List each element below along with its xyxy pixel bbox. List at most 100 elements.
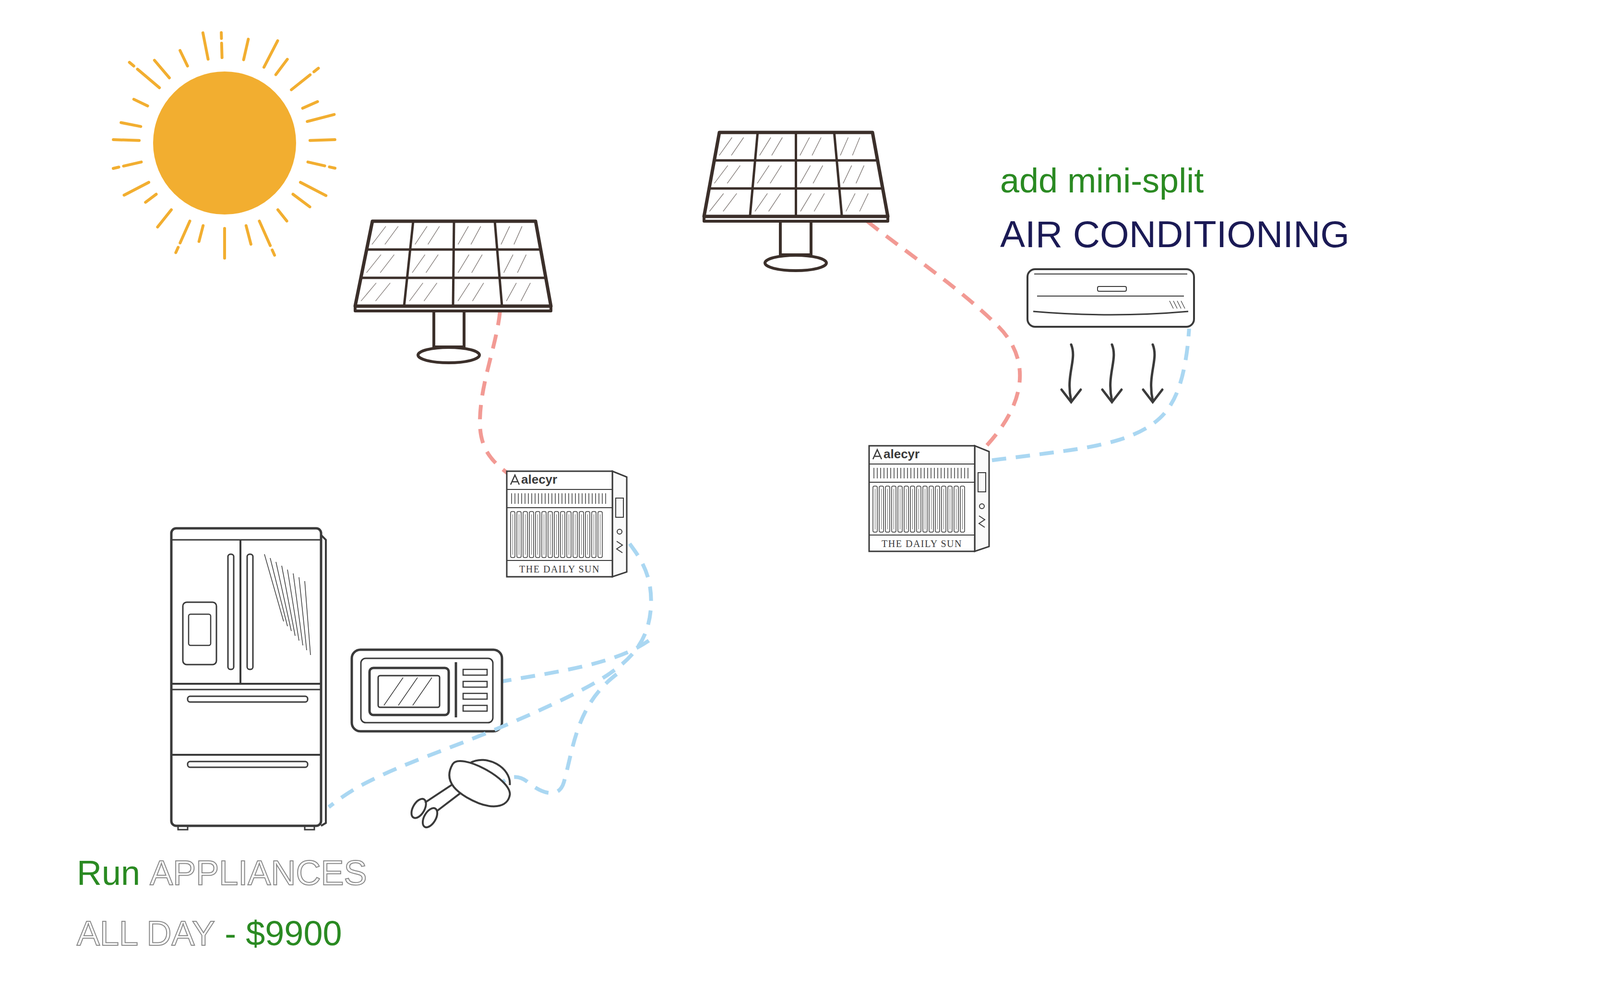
panel-hatch xyxy=(520,283,531,302)
sun-ray xyxy=(300,182,326,196)
ac-badge xyxy=(1097,286,1127,292)
panel-grid xyxy=(366,248,541,251)
panel-hatch xyxy=(800,165,811,184)
sun-ray xyxy=(199,225,204,242)
battery-vent xyxy=(896,467,898,479)
battery-vent xyxy=(564,493,566,504)
power-cable xyxy=(991,328,1190,461)
panel-hatch xyxy=(517,254,526,274)
battery-rib-shade xyxy=(893,489,895,530)
battery-rib xyxy=(591,511,597,558)
battery-vent xyxy=(595,493,597,504)
battery-cable-mark xyxy=(979,515,985,528)
fridge-hatch xyxy=(275,561,292,632)
battery-rib-shade xyxy=(949,489,951,530)
battery-vent xyxy=(517,493,519,504)
panel-hatch xyxy=(714,165,729,184)
node-text: alecyr xyxy=(883,446,920,462)
panel-grid xyxy=(714,159,878,162)
air-arrow-head xyxy=(1061,389,1081,403)
battery-vent xyxy=(947,467,949,479)
battery-vent xyxy=(940,467,942,479)
cool-air-arrows xyxy=(1061,344,1163,403)
battery-vent xyxy=(568,493,570,504)
panel-grid xyxy=(404,221,414,307)
panel-grid xyxy=(794,132,798,217)
panel-hatch xyxy=(457,226,469,245)
sun-ray xyxy=(137,69,160,88)
sun-ray xyxy=(223,228,227,259)
panel-grid xyxy=(709,187,884,190)
sun-ray xyxy=(292,194,310,207)
appliances-node: RunAPPLIANCESALL DAY- $9900 xyxy=(168,525,329,832)
fridge-door-split xyxy=(239,539,242,684)
battery-vent xyxy=(598,493,600,504)
ac-top-edge xyxy=(1034,273,1188,275)
panel-hatch xyxy=(415,226,428,245)
panel-hatch xyxy=(859,193,869,212)
battery-rib-shade xyxy=(955,489,957,530)
sun-ray xyxy=(246,225,251,245)
node-text: THE DAILY SUN xyxy=(881,537,963,550)
microwave-illustration xyxy=(351,649,502,732)
battery-vent xyxy=(591,493,593,504)
node-text: APPLIANCES xyxy=(149,847,367,899)
battery-rib xyxy=(897,486,903,533)
logo-mark xyxy=(872,449,882,460)
battery-rib xyxy=(947,486,953,533)
battery-vent xyxy=(910,467,912,479)
microwave-hatch xyxy=(412,677,432,706)
battery-rib xyxy=(935,486,940,533)
battery-vent xyxy=(558,493,560,504)
battery-rib-shade xyxy=(581,514,582,555)
panel-hatch xyxy=(852,137,860,156)
mixer-whisk xyxy=(419,805,441,830)
battery-illustration-part xyxy=(869,445,990,552)
sun-ray xyxy=(259,221,271,246)
sun-ray xyxy=(313,68,319,72)
battery-rib-shade xyxy=(962,489,963,530)
fridge-illustration-part xyxy=(171,528,326,830)
battery-side xyxy=(612,471,627,577)
text-line: THE DAILY SUN xyxy=(869,537,975,551)
battery-rib-shade xyxy=(918,489,920,530)
microwave-button xyxy=(463,693,488,700)
panel-hatch xyxy=(513,226,523,245)
panel-hatch xyxy=(771,137,783,156)
ac-body xyxy=(1027,269,1195,327)
battery-vent xyxy=(534,493,536,504)
battery-vent xyxy=(923,467,925,479)
panel-face xyxy=(355,221,551,307)
panel-hatch xyxy=(360,283,377,302)
caption-block: RunAPPLIANCESALL DAY- $9900 xyxy=(76,847,367,969)
battery-vent xyxy=(554,493,556,504)
panel-base xyxy=(764,255,827,271)
panel-hatch xyxy=(457,283,470,302)
battery-rib xyxy=(879,486,884,533)
battery-rib-shade xyxy=(599,514,601,555)
battery-vent xyxy=(561,493,563,504)
battery-rib xyxy=(548,511,553,558)
battery-vent xyxy=(605,493,607,504)
panel-hatch xyxy=(709,193,724,212)
battery-vent xyxy=(890,467,892,479)
sun-ray xyxy=(179,50,188,66)
battery-vent xyxy=(574,493,576,504)
fridge-foot xyxy=(304,825,315,830)
panel-hatch xyxy=(371,226,386,245)
sun-ray xyxy=(145,194,156,203)
battery-rib xyxy=(597,511,603,558)
battery-vent xyxy=(588,493,590,504)
battery-vent xyxy=(544,493,546,504)
ac-louver xyxy=(1033,311,1189,315)
battery-rib xyxy=(891,486,896,533)
sun-ray xyxy=(263,40,278,68)
air-arrow xyxy=(1110,344,1114,401)
battery-vent xyxy=(601,493,603,504)
panel-hatch xyxy=(426,254,439,274)
panel-hatch xyxy=(856,165,865,184)
ac-hatch xyxy=(1173,300,1178,309)
fridge-drawer-line xyxy=(171,753,322,756)
mixer-handle xyxy=(469,752,516,786)
